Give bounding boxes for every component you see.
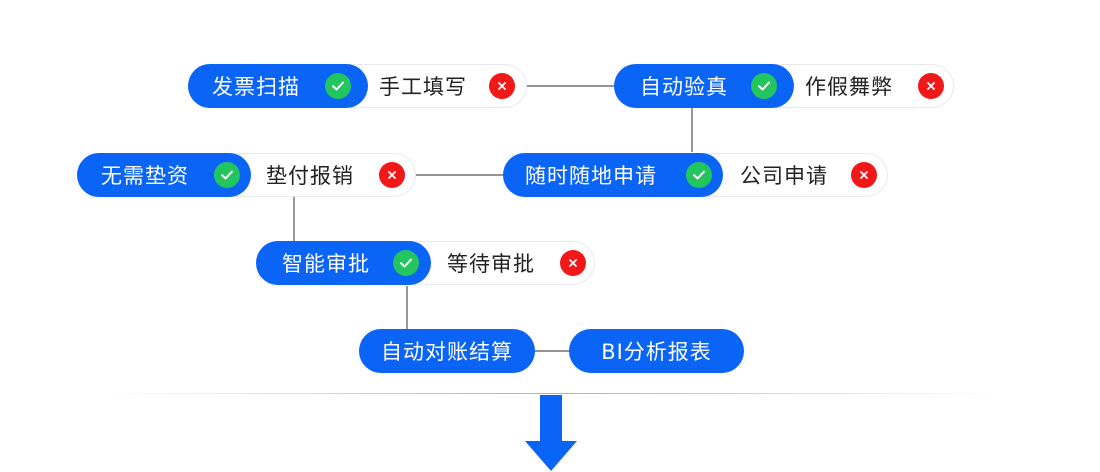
check-icon bbox=[214, 162, 240, 188]
pill-invoice-scan: 发票扫描 bbox=[188, 64, 368, 108]
down-arrow-icon bbox=[525, 395, 577, 471]
invoice-scan-label: 发票扫描 bbox=[212, 75, 300, 99]
check-icon bbox=[686, 162, 712, 188]
pair-apply: 随时随地申请 公司申请 bbox=[503, 153, 888, 197]
prepaid-reimburse-label: 垫付报销 bbox=[266, 164, 354, 188]
pill-manual-fill: 手工填写 bbox=[379, 65, 527, 107]
apply-anytime-label: 随时随地申请 bbox=[525, 164, 657, 188]
cross-icon bbox=[379, 162, 405, 188]
pill-wait-approve: 等待审批 bbox=[447, 242, 595, 284]
check-icon bbox=[751, 73, 777, 99]
bi-report-label: BI分析报表 bbox=[601, 340, 712, 364]
fraud-label: 作假舞弊 bbox=[805, 75, 893, 99]
pair-approve: 智能审批 等待审批 bbox=[256, 241, 595, 285]
pair-invoice: 发票扫描 手工填写 bbox=[188, 64, 527, 108]
pill-prepaid-reimburse: 垫付报销 bbox=[266, 154, 416, 196]
check-icon bbox=[325, 73, 351, 99]
cross-icon bbox=[918, 73, 944, 99]
check-icon bbox=[393, 250, 419, 276]
auto-verify-label: 自动验真 bbox=[640, 75, 728, 99]
smart-approve-label: 智能审批 bbox=[282, 252, 370, 276]
pill-fraud: 作假舞弊 bbox=[805, 65, 954, 107]
pill-auto-reconcile: 自动对账结算 bbox=[359, 329, 535, 373]
manual-fill-label: 手工填写 bbox=[379, 75, 467, 99]
pair-verify: 自动验真 作假舞弊 bbox=[614, 64, 954, 108]
cross-icon bbox=[489, 73, 515, 99]
pill-auto-verify: 自动验真 bbox=[614, 64, 794, 108]
pill-company-apply: 公司申请 bbox=[740, 154, 888, 196]
pill-bi-report: BI分析报表 bbox=[569, 329, 744, 373]
cross-icon bbox=[560, 250, 586, 276]
wait-approve-label: 等待审批 bbox=[447, 252, 535, 276]
pill-apply-anytime: 随时随地申请 bbox=[503, 153, 723, 197]
pill-no-advance: 无需垫资 bbox=[77, 153, 251, 197]
cross-icon bbox=[851, 162, 877, 188]
auto-reconcile-label: 自动对账结算 bbox=[381, 340, 513, 364]
pill-smart-approve: 智能审批 bbox=[256, 241, 431, 285]
section-divider bbox=[100, 393, 1000, 394]
pair-advance: 无需垫资 垫付报销 bbox=[77, 153, 416, 197]
company-apply-label: 公司申请 bbox=[740, 164, 828, 188]
no-advance-label: 无需垫资 bbox=[101, 164, 189, 188]
